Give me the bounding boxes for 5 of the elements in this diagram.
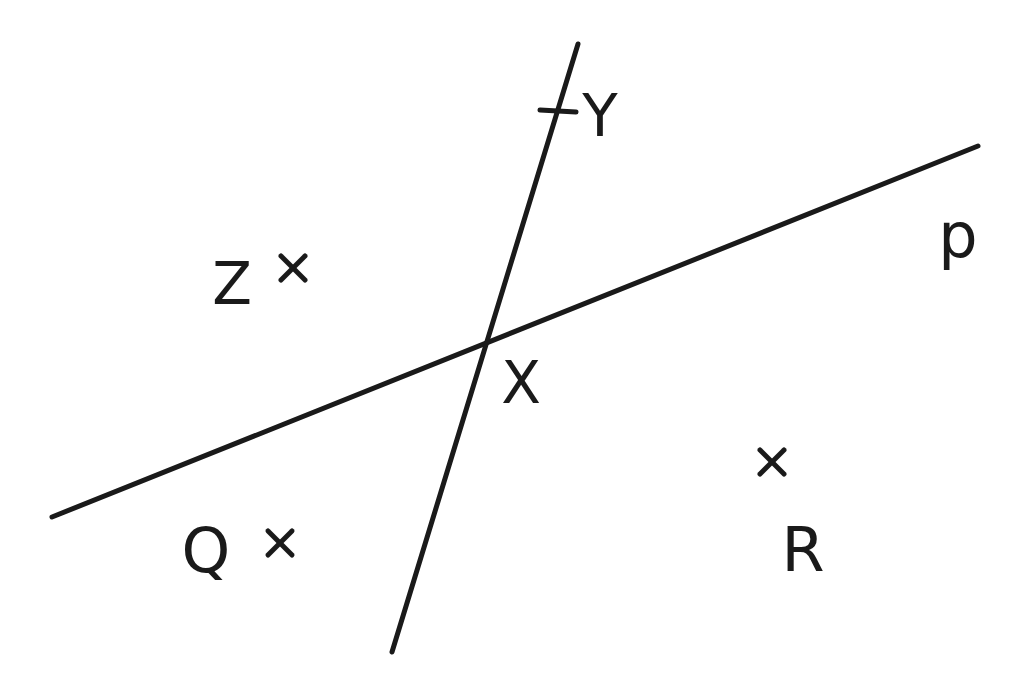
- point-label: Y: [582, 87, 618, 145]
- point-label: Z: [212, 255, 252, 313]
- point-label: X: [501, 354, 541, 412]
- point-label: R: [781, 519, 825, 581]
- point-label: Q: [181, 520, 231, 582]
